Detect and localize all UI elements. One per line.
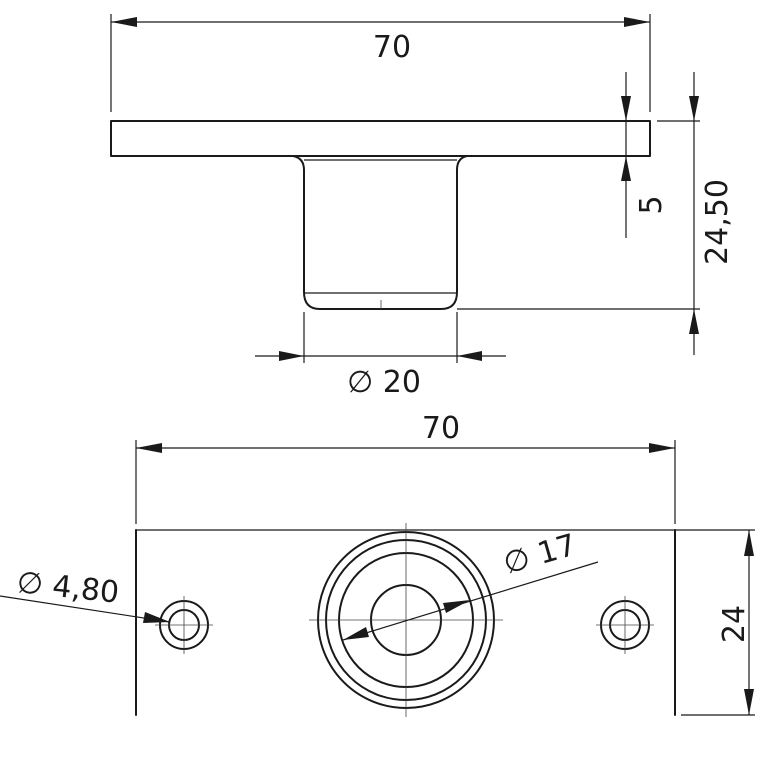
left-mounting-hole <box>155 596 213 654</box>
total-height-label: 24,50 <box>700 179 735 265</box>
plate-thickness-label: 5 <box>634 195 669 214</box>
hole-diameter-label: ∅ 4,80 <box>15 565 121 611</box>
plate-thickness-dimension: 5 <box>621 72 669 238</box>
hole-diameter-dimension: ∅ 4,80 <box>0 565 171 623</box>
side-view-plate <box>110 120 651 157</box>
total-height-dimension: 24,50 <box>457 72 735 355</box>
top-width-dimension: 70 <box>135 411 676 524</box>
boss-circles <box>309 523 503 717</box>
plate-depth-dimension: 24 <box>681 530 755 716</box>
side-view-boss <box>292 155 468 310</box>
top-view: 70 24 <box>0 411 755 717</box>
boss-diameter-17-label: ∅ 17 <box>500 528 581 582</box>
plate-depth-label: 24 <box>717 605 752 643</box>
top-width-label: 70 <box>422 411 460 446</box>
right-mounting-hole <box>596 596 654 654</box>
side-width-dimension: 70 <box>110 14 651 112</box>
side-view: 70 5 24,50 ∅ 20 <box>110 14 735 400</box>
boss-diameter-dimension: ∅ 20 <box>255 312 506 400</box>
boss-diameter-label: ∅ 20 <box>347 365 421 400</box>
side-width-label: 70 <box>373 30 411 65</box>
